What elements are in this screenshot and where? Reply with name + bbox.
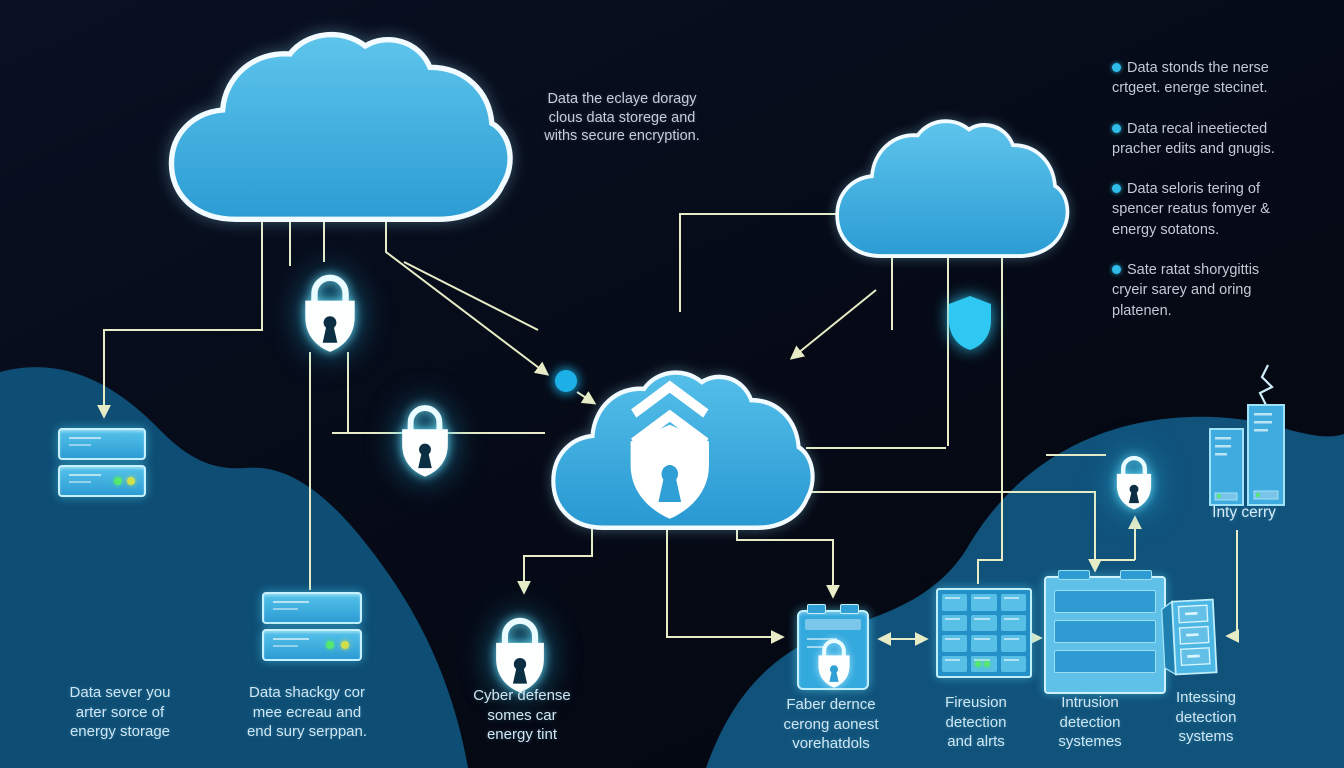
cloud-security-icon-center	[543, 362, 815, 530]
bullet-dot-icon	[1112, 123, 1121, 133]
bullet-item: Data stonds the nerse crtgeet. energe st…	[1112, 58, 1294, 99]
padlock-icon	[1110, 446, 1158, 512]
bullet-item: Data recal ineetiected pracher edits and…	[1112, 119, 1294, 160]
bullet-dot-icon	[1112, 63, 1121, 72]
box-handle	[807, 604, 826, 614]
bullet-text: Data recal ineetiected pracher edits and…	[1112, 120, 1275, 157]
label-faber-dernce: Faber dernce cerong aonest vorehatdols	[783, 696, 879, 752]
rack-handle	[1058, 570, 1090, 580]
bullet-text: Sate ratat shorygittis cryeir sarey and …	[1112, 262, 1260, 319]
cloud-icon-right	[828, 112, 1070, 258]
server-icon	[262, 592, 362, 666]
secure-server-box-icon	[797, 604, 869, 690]
shield-keyhole-icon	[630, 380, 709, 519]
label-fireusion: Fireusion detection and alrts	[945, 694, 1007, 750]
server-icon	[58, 428, 146, 502]
bullet-item: Sate ratat shorygittis cryeir sarey and …	[1112, 260, 1294, 321]
padlock-icon	[394, 392, 456, 480]
bullet-text: Data seloris tering of spencer reatus fo…	[1112, 181, 1270, 238]
label-intrusion: Intrusion detection systemes	[1058, 694, 1122, 750]
box-line	[807, 646, 827, 648]
server-grid-icon	[936, 588, 1032, 678]
label-server-left: Data sever you arter sorce of energy sto…	[69, 684, 171, 740]
server-unit	[58, 428, 146, 460]
server-unit	[262, 629, 362, 661]
label-server-mid: Data shackgy cor mee ecreau and end sury…	[246, 684, 368, 740]
label-intessing: Intessing detection systems	[1175, 689, 1237, 745]
padlock-icon	[486, 604, 554, 696]
hill-notch	[300, 520, 326, 548]
bullet-item: Data seloris tering of spencer reatus fo…	[1112, 179, 1294, 240]
box-line	[807, 638, 837, 640]
server-tower-icon	[1208, 357, 1294, 507]
bullet-dot-icon	[1112, 265, 1121, 275]
box-strip	[805, 619, 861, 630]
server-unit	[58, 465, 146, 497]
server-unit	[262, 592, 362, 624]
label-inty-cerry: Inty cerry	[1212, 504, 1276, 521]
rack-handle	[1120, 570, 1152, 580]
server-tower-3d-icon	[1154, 588, 1223, 683]
rack-slat	[1054, 650, 1156, 673]
node-dot-icon	[555, 370, 577, 392]
bullet-dot-icon	[1112, 184, 1121, 194]
rack-slat	[1054, 620, 1156, 643]
bullet-text: Data stonds the nerse crtgeet. energe st…	[1112, 60, 1269, 97]
shield-icon	[946, 294, 994, 352]
cloud-storage-icon-left	[158, 22, 513, 222]
bullet-list: Data stonds the nerse crtgeet. energe st…	[1112, 58, 1294, 341]
padlock-icon	[298, 260, 362, 356]
padlock-icon	[812, 630, 856, 690]
box-handle	[840, 604, 859, 614]
label-cyber-defense: Cyber defense somes car energy tint	[473, 687, 571, 743]
intro-caption: Data the eclaye doragy clous data storeg…	[544, 91, 700, 145]
rack-slat	[1054, 590, 1156, 613]
server-rack-icon	[1044, 570, 1166, 694]
